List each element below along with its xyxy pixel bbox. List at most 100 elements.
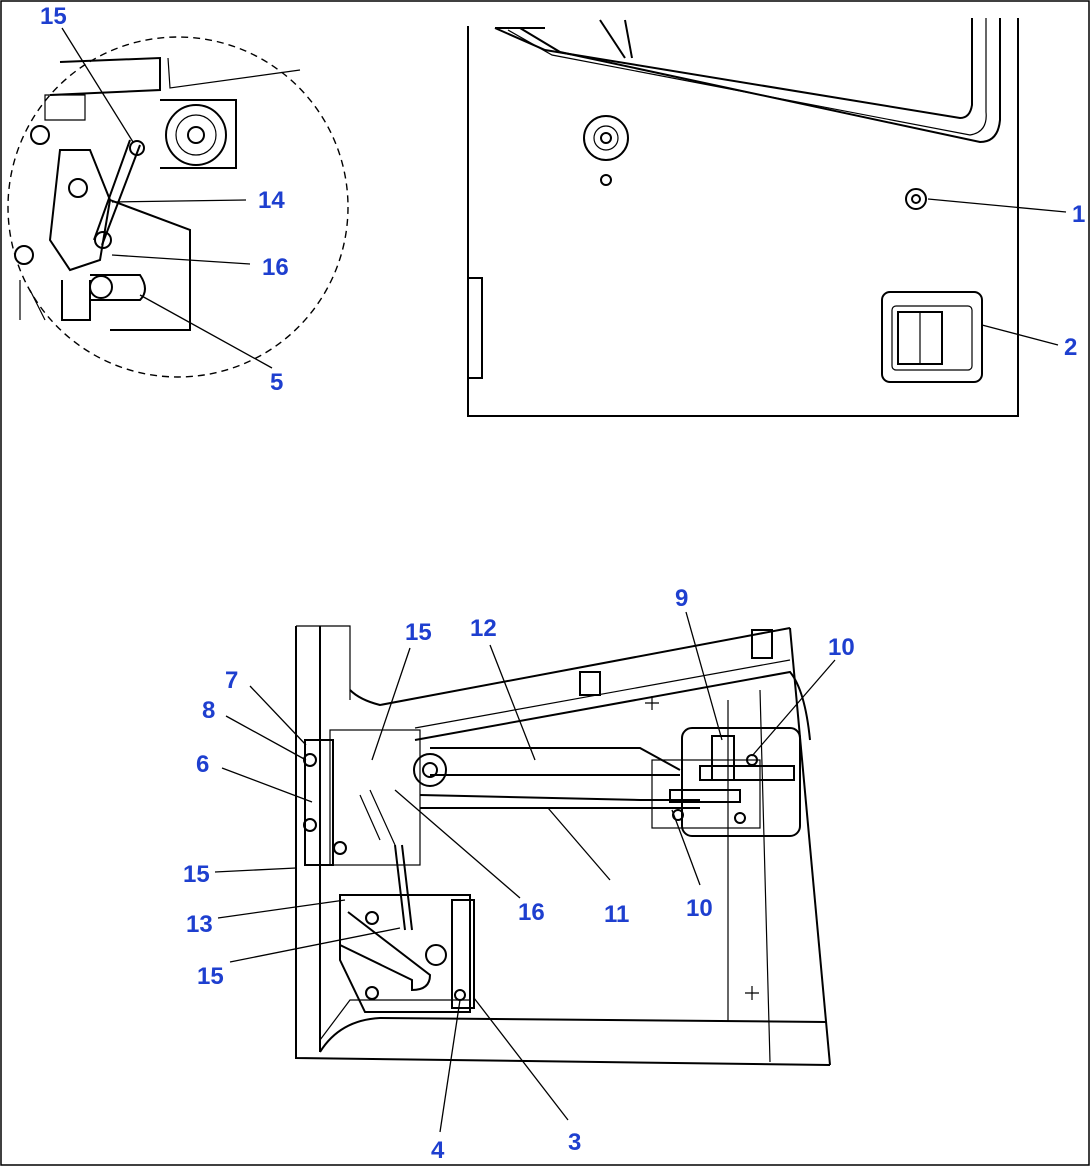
main-latch-bolt-2 bbox=[672, 809, 684, 821]
callout-main-16: 16 bbox=[518, 899, 545, 926]
door-upper-edge bbox=[495, 19, 633, 59]
main-rod-chain bbox=[359, 789, 396, 846]
detail-bolt-1 bbox=[30, 125, 50, 145]
leader-door-1 bbox=[927, 198, 1067, 213]
leader-main-13 bbox=[217, 899, 346, 919]
leader-door-2 bbox=[981, 324, 1059, 346]
callout-door-2: 2 bbox=[1064, 334, 1077, 361]
main-lower-latch-striker bbox=[451, 899, 475, 1009]
main-hinge-strip bbox=[304, 739, 334, 866]
door-panel bbox=[467, 18, 1019, 417]
callout-main-15c: 15 bbox=[197, 963, 224, 990]
main-hinge-bolt-1 bbox=[303, 753, 317, 767]
main-latch-bar bbox=[699, 765, 795, 781]
door-window-frame-mid bbox=[507, 18, 987, 136]
detail-lever bbox=[48, 149, 112, 272]
leader-main-10b bbox=[671, 809, 701, 886]
main-top-bolt-2 bbox=[751, 629, 773, 659]
leader-main-16 bbox=[394, 789, 521, 899]
leader-main-15a bbox=[371, 647, 411, 761]
main-lower-latch-plate bbox=[339, 894, 471, 1013]
main-vertical-rod bbox=[394, 844, 413, 931]
leader-detail-15 bbox=[61, 27, 134, 143]
door-window-frame-inner bbox=[519, 18, 1001, 144]
leader-detail-5 bbox=[139, 294, 273, 369]
door-lock-outer bbox=[905, 188, 927, 210]
main-bottom-frame-inner bbox=[319, 999, 470, 1041]
callout-main-6: 6 bbox=[196, 751, 209, 778]
callout-detail-16: 16 bbox=[262, 254, 289, 281]
main-latch-plate bbox=[681, 727, 801, 837]
door-knob-center bbox=[600, 132, 612, 144]
callout-main-4: 4 bbox=[431, 1137, 445, 1164]
main-rod-12 bbox=[430, 747, 681, 776]
main-rotor-inner bbox=[422, 762, 438, 778]
main-latch-body bbox=[651, 759, 761, 829]
detail-view bbox=[7, 36, 349, 378]
door-hinge bbox=[467, 277, 483, 379]
leader-main-3 bbox=[473, 997, 569, 1121]
callout-main-11: 11 bbox=[604, 901, 629, 928]
callout-detail-5: 5 bbox=[270, 369, 283, 396]
callout-main-7: 7 bbox=[225, 667, 238, 694]
main-right-inner-post bbox=[727, 689, 771, 1063]
door-knob-outer bbox=[583, 115, 629, 161]
leader-main-4 bbox=[439, 999, 461, 1133]
door-window-frame-outer bbox=[494, 18, 973, 120]
main-lower-bolt-3 bbox=[454, 989, 466, 1001]
main-rod-11 bbox=[419, 794, 700, 809]
main-latch-9 bbox=[711, 735, 735, 781]
main-hinge-bolt-3 bbox=[333, 841, 347, 855]
detail-frame-top bbox=[49, 56, 161, 96]
leader-main-15b bbox=[214, 867, 297, 873]
leader-detail-16 bbox=[111, 254, 251, 265]
door-screw bbox=[600, 174, 612, 186]
main-top-channel-lower bbox=[414, 670, 811, 741]
leader-main-10a bbox=[751, 659, 836, 757]
main-lower-bolt-2 bbox=[365, 986, 379, 1000]
detail-rotor-outer bbox=[165, 104, 227, 166]
callout-door-1: 1 bbox=[1072, 201, 1085, 228]
callout-main-3: 3 bbox=[568, 1129, 581, 1156]
main-top-bolt-1 bbox=[579, 671, 601, 696]
door-handle-bezel bbox=[881, 291, 983, 383]
detail-circle-outline bbox=[7, 36, 349, 378]
detail-arm bbox=[61, 280, 91, 321]
detail-small-block bbox=[44, 94, 86, 121]
leader-main-7 bbox=[249, 685, 307, 746]
main-lower-latch-arm bbox=[339, 911, 432, 992]
callout-detail-15: 15 bbox=[40, 3, 67, 30]
main-plus-mark-2 bbox=[745, 986, 759, 1000]
callout-main-9: 9 bbox=[675, 585, 688, 612]
main-lower-bolt-1 bbox=[365, 911, 379, 925]
callout-detail-14: 14 bbox=[258, 187, 285, 214]
main-assembly bbox=[295, 625, 831, 1066]
callout-main-10b: 10 bbox=[686, 895, 713, 922]
main-left-post-outer bbox=[295, 626, 831, 1066]
detail-plate bbox=[109, 199, 191, 331]
door-lock-inner bbox=[911, 194, 921, 204]
detail-frame-line bbox=[167, 57, 301, 89]
main-latch-bolt-1 bbox=[746, 754, 758, 766]
leader-main-11 bbox=[547, 807, 611, 881]
callout-main-12: 12 bbox=[470, 615, 497, 642]
leader-main-12 bbox=[489, 644, 536, 761]
main-right-post bbox=[789, 627, 831, 1066]
door-handle-recess bbox=[891, 305, 973, 371]
main-rotor-outer bbox=[413, 753, 447, 787]
detail-link-5 bbox=[90, 274, 146, 301]
leader-main-8 bbox=[225, 715, 307, 761]
main-left-post-line bbox=[296, 625, 351, 700]
detail-rotor-mid bbox=[175, 114, 217, 156]
detail-left-side bbox=[19, 280, 46, 321]
main-hinge-bolt-2 bbox=[303, 818, 317, 832]
detail-bolt-2 bbox=[68, 178, 88, 198]
detail-bolt-3 bbox=[14, 245, 34, 265]
main-lower-latch-cam bbox=[425, 944, 447, 966]
callout-main-13: 13 bbox=[186, 911, 213, 938]
detail-bolt-4 bbox=[89, 275, 113, 299]
door-knob-inner bbox=[593, 125, 619, 151]
callout-main-15b: 15 bbox=[183, 861, 210, 888]
